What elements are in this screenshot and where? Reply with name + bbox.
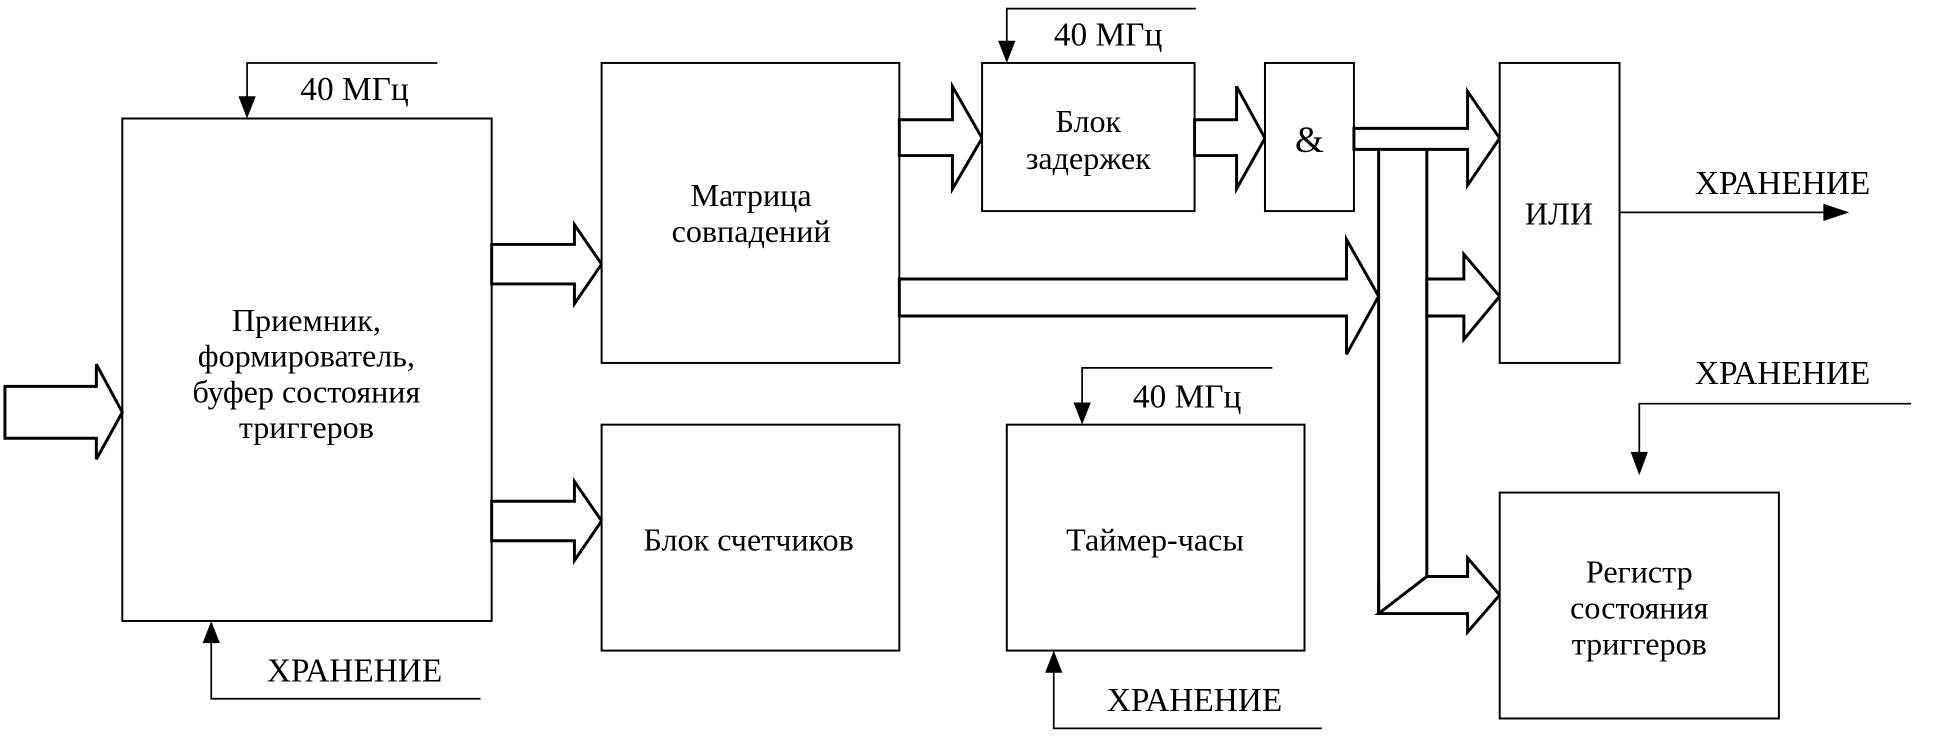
bus-arrow-and-to-or (1352, 86, 1502, 190)
store-output-label: ХРАНЕНИЕ (1695, 165, 1870, 202)
arrow-up-icon (1045, 650, 1063, 673)
arrow-down-icon (1630, 451, 1648, 476)
clock-timer-signal: 40 МГц (1073, 367, 1273, 425)
trigger-state-register-block: Регистр состояния триггеров (1498, 491, 1780, 720)
register-label-line-1: Регистр (1586, 554, 1693, 590)
store-timer-signal: ХРАНЕНИЕ (1045, 650, 1322, 730)
store-receiver-label: ХРАНЕНИЕ (267, 652, 442, 689)
clock-delay-label: 40 МГц (1054, 17, 1163, 54)
delay-label-line-1: Блок (1055, 103, 1121, 139)
receiver-block: Приемник, формирователь, буфер состояния… (121, 117, 493, 622)
arrow-down-icon (998, 40, 1016, 63)
bus-arrow-receiver-to-matrix (490, 219, 604, 309)
timer-clock-label: Таймер-часы (1066, 522, 1244, 558)
counter-block-label: Блок счетчиков (643, 522, 853, 558)
arrow-right-icon (1823, 203, 1850, 221)
receiver-label-line-1: Приемник, (232, 302, 381, 338)
store-register-signal: ХРАНЕНИЕ (1630, 355, 1912, 476)
coincidence-matrix-block: Матрица совпадений (600, 61, 901, 364)
receiver-label-line-4: триггеров (239, 409, 374, 445)
receiver-label-line-2: формирователь, (198, 338, 415, 374)
clock-receiver-label: 40 МГц (300, 71, 409, 108)
bus-arrow-delay-to-and (1193, 85, 1267, 195)
receiver-label-line-3: буфер состояния (192, 373, 420, 409)
store-receiver-signal: ХРАНЕНИЕ (202, 620, 481, 700)
store-timer-label: ХРАНЕНИЕ (1107, 682, 1282, 719)
or-gate-label: ИЛИ (1525, 196, 1593, 232)
and-gate-block: & (1263, 61, 1355, 213)
delay-block: Блок задержек (981, 61, 1196, 213)
arrow-down-icon (238, 96, 256, 119)
matrix-label-line-2: совпадений (672, 213, 831, 249)
arrow-up-icon (202, 620, 220, 644)
or-gate-block: ИЛИ (1498, 61, 1621, 364)
and-gate-label: & (1295, 120, 1324, 161)
register-label-line-3: триггеров (1572, 625, 1707, 661)
clock-receiver-signal: 40 МГц (238, 62, 438, 119)
delay-label-line-2: задержек (1026, 140, 1152, 176)
counter-block: Блок счетчиков (600, 423, 901, 652)
matrix-label-line-1: Матрица (691, 177, 812, 213)
bus-arrow-matrix-to-delay (897, 80, 984, 195)
register-label-line-2: состояния (1570, 589, 1709, 625)
clock-delay-signal: 40 МГц (998, 7, 1196, 63)
arrow-down-icon (1073, 402, 1091, 425)
store-register-label: ХРАНЕНИЕ (1695, 355, 1870, 392)
timer-clock-block: Таймер-часы (1005, 423, 1306, 652)
clock-timer-label: 40 МГц (1133, 378, 1242, 415)
store-output-signal: ХРАНЕНИЕ (1619, 165, 1870, 221)
bus-arrow-matrix-to-trunk (897, 233, 1381, 356)
bus-arrow-trunk-to-register (1374, 554, 1502, 637)
input-bus-arrow (3, 363, 124, 460)
bus-arrow-trunk-to-or (1425, 250, 1502, 344)
bus-arrow-receiver-to-counters (490, 476, 604, 566)
